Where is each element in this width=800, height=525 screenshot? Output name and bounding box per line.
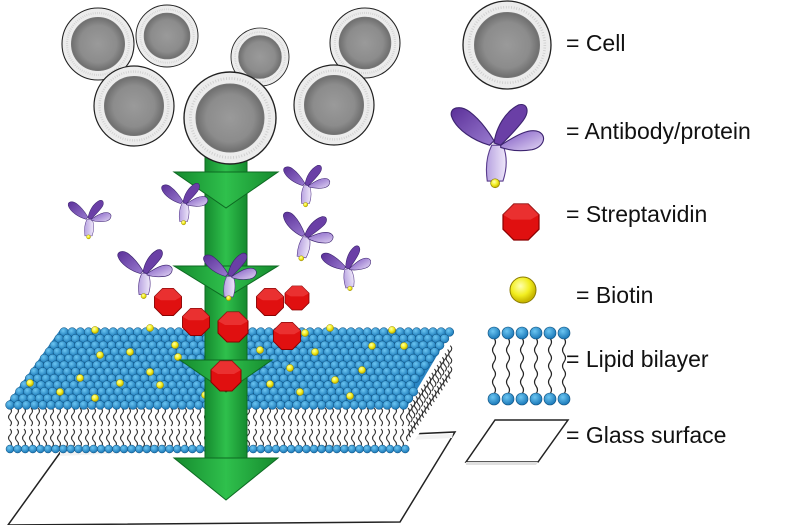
- legend-glass-surface-icon: [464, 419, 570, 465]
- legend-label-streptavidin: = Streptavidin: [566, 201, 708, 227]
- legend-lipid-bilayer-icon: [487, 326, 571, 406]
- legend-label-glass-surface: = Glass surface: [566, 422, 727, 448]
- legend-label-lipid-bilayer: = Lipid bilayer: [566, 346, 709, 372]
- legend-label-antibody: = Antibody/protein: [566, 118, 751, 144]
- legend-label-biotin: = Biotin: [576, 282, 654, 308]
- legend-antibody-icon: [450, 103, 545, 189]
- legend-streptavidin-icon: [502, 203, 540, 241]
- legend-icons: [450, 0, 571, 465]
- legend-biotin-icon: [509, 276, 537, 304]
- cell-cluster: [60, 4, 402, 166]
- legend-label-cell: = Cell: [566, 30, 626, 56]
- legend-cell-icon: [461, 0, 553, 91]
